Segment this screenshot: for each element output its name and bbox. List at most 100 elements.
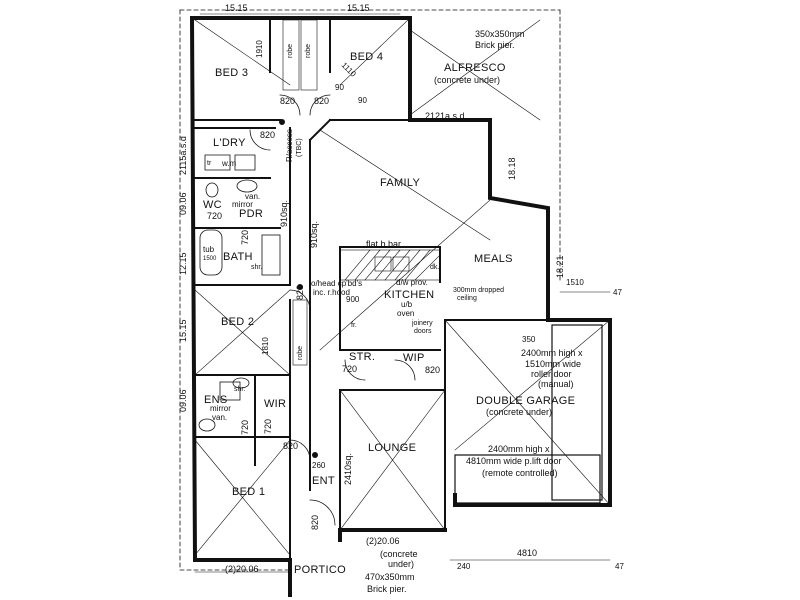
room-ensuite: ENS: [204, 394, 228, 406]
smoke-detector-icon: [297, 284, 303, 290]
dimension-label: 720: [207, 211, 223, 221]
shower-label: shr.: [234, 386, 246, 393]
dimension-label: 1910: [255, 40, 264, 58]
dimension-label: 18.21: [555, 255, 565, 278]
dimension-label: (2)20.06: [225, 564, 259, 574]
room-bed-4: BED 4: [350, 51, 384, 63]
joinery-label: doors: [414, 328, 432, 335]
dimension-label: 720: [342, 364, 358, 374]
dimension-label: 720: [240, 229, 250, 245]
dimension-label: 910sq.: [279, 199, 289, 227]
dimension-label: 90: [335, 83, 344, 92]
ceiling-note: ceiling: [457, 295, 477, 302]
mirror-label: mirror: [232, 200, 253, 209]
dimension-label: 720: [263, 418, 273, 434]
boundary-lines: [179, 9, 561, 571]
washing-machine-label: w.m: [222, 159, 237, 168]
portico-note: (concrete: [380, 549, 418, 559]
dimension-label: 820: [283, 441, 299, 451]
garage-door-note: 1510mm wide: [525, 359, 582, 369]
oven-label: oven: [397, 309, 415, 318]
overhead-cupboards-label: o/head cp'bd's: [311, 279, 363, 288]
dimension-label: 720: [240, 419, 250, 435]
room-store: STR.: [349, 351, 376, 363]
exterior-walls: [189, 15, 612, 597]
dimension-label: 2121a.s.d: [425, 111, 465, 121]
garage-door-note: 2400mm high x: [521, 348, 583, 358]
dimension-label: 910sq.: [309, 220, 319, 248]
dimension-label: 47: [615, 562, 624, 571]
room-portico: PORTICO: [294, 564, 347, 576]
room-wc: WC: [203, 199, 222, 211]
garage-door-note: 2400mm high x: [488, 444, 550, 454]
robe-hatching: [282, 19, 318, 366]
room-bath: BATH: [223, 251, 253, 263]
dimension-label: 350: [522, 335, 536, 344]
dimension-label: (2)20.06: [366, 536, 400, 546]
dimension-label: 820: [314, 96, 330, 106]
dimension-label: 12.15: [178, 252, 188, 275]
garage-door-note: (remote controlled): [482, 468, 558, 478]
rangehood-label: inc. r.hood: [313, 288, 350, 297]
dimension-label: 15.15: [178, 319, 188, 342]
room-bed-3: BED 3: [215, 67, 249, 79]
dimension-label: 240: [457, 562, 471, 571]
dimension-label: 820: [260, 130, 276, 140]
tub-label: tub: [203, 245, 215, 254]
roof-access-label: R/access: [285, 129, 294, 162]
garage-door-note: roller door: [531, 369, 572, 379]
smoke-detector-icon: [279, 119, 285, 125]
dimension-label: 09.06: [178, 192, 188, 215]
fixtures: [198, 154, 281, 432]
garage-doors: [454, 324, 603, 504]
ceiling-note: 300mm dropped: [453, 287, 504, 294]
dimension-label: 15.15: [225, 3, 248, 13]
dimension-label: 18.18: [507, 157, 517, 180]
dimension-label: 1510: [566, 278, 584, 287]
dimension-label: 820: [310, 514, 320, 530]
portico-note: under): [388, 559, 415, 569]
mirror-label: mirror: [210, 404, 231, 413]
vanity-label: van.: [212, 413, 228, 422]
room-powder: PDR: [239, 208, 264, 220]
dimension-label: 47: [613, 288, 622, 297]
dimension-label: 15.15: [347, 3, 370, 13]
portico-pier-note: 470x350mm: [365, 572, 415, 582]
alfresco-note: (concrete under): [434, 75, 501, 85]
room-double-garage: DOUBLE GARAGE: [476, 395, 576, 407]
room-meals: MEALS: [474, 253, 513, 265]
room-family: FAMILY: [380, 177, 421, 189]
dimension-label: 1810: [261, 337, 270, 355]
vanity-label: van.: [245, 192, 261, 201]
dimension-label: 2410sq.: [343, 452, 353, 485]
dimension-label: 820: [280, 96, 296, 106]
dimension-lines: [194, 13, 611, 573]
room-wip: WIP: [403, 352, 425, 364]
dimension-label: 820: [425, 365, 441, 375]
door-swings: [249, 94, 416, 526]
interior-walls: [194, 17, 549, 561]
roof-access-label: (TBC): [296, 138, 303, 157]
kitchen-bench: [339, 249, 441, 281]
dimension-label: 2115a.s.d: [178, 136, 188, 175]
room-entry: ENT: [312, 475, 335, 487]
breakfast-bar-label: flat b.bar: [366, 239, 402, 249]
dimension-label: 90: [358, 96, 367, 105]
alfresco-pier-note: Brick pier.: [475, 40, 515, 50]
fridge-label: fr.: [351, 322, 357, 329]
room-laundry: L'DRY: [213, 137, 246, 149]
dimension-label: 900: [346, 295, 360, 304]
oven-label: u/b: [401, 300, 413, 309]
room-wir: WIR: [264, 398, 287, 410]
portico-pier-note: Brick pier.: [367, 584, 407, 594]
dk-label: dk.: [430, 264, 440, 271]
garage-door-note: 4810mm wide p.lift door: [466, 456, 562, 466]
diagonal-lines: [194, 17, 611, 556]
robe-label: robe: [287, 43, 294, 58]
shower-label: shr.: [251, 264, 263, 271]
room-lounge: LOUNGE: [368, 442, 417, 454]
room-bed-1: BED 1: [232, 486, 266, 498]
alfresco-pier-note: 350x350mm: [475, 29, 525, 39]
joinery-label: joinery: [412, 320, 433, 327]
